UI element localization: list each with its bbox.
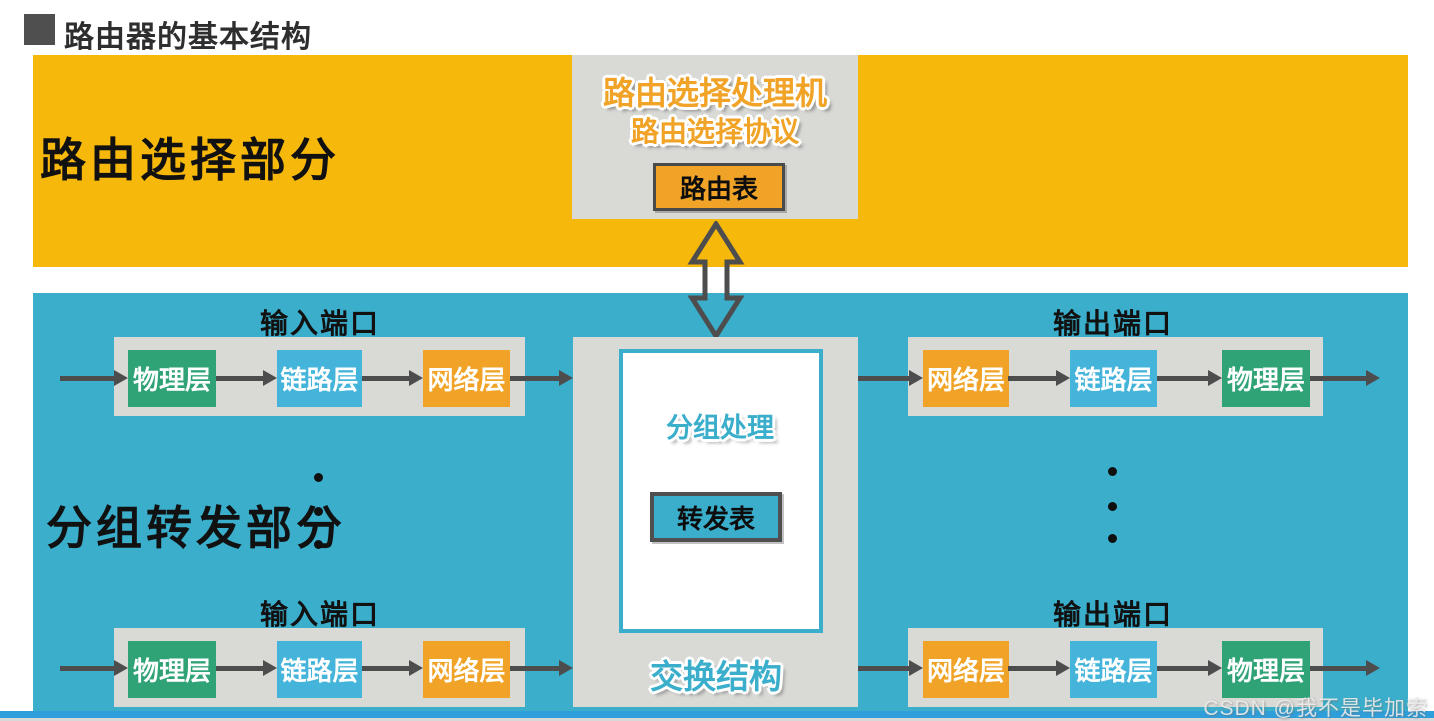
packet-processing-label: 分组处理: [666, 413, 774, 443]
switch-fabric-label: 交换结构: [650, 658, 782, 695]
flow-arrow-icon: [1310, 660, 1380, 676]
flow-arrow-icon: [510, 370, 573, 386]
bottom-strip: [0, 711, 1434, 718]
link-layer-box: 链路层: [1070, 641, 1157, 698]
output-port-top-label: 输出端口: [1052, 308, 1174, 339]
flow-arrow-icon: [362, 370, 423, 386]
routing-section-label: 路由选择部分: [40, 134, 340, 186]
input-port-top-label: 输入端口: [259, 308, 381, 339]
flow-arrow-icon: [1008, 660, 1070, 676]
forwarding-table-box: 转发表: [650, 492, 782, 542]
bidirectional-arrow-icon: [687, 221, 745, 339]
page-title: 路由器的基本结构: [64, 21, 312, 54]
physical-layer-box: 物理层: [1222, 641, 1310, 698]
title-bullet-square-icon: [24, 14, 55, 45]
flow-arrow-icon: [1008, 370, 1070, 386]
forwarding-section-label: 分组转发部分: [46, 502, 346, 554]
routing-table-box: 路由表: [653, 163, 785, 211]
bottom-edge: [0, 718, 1434, 721]
physical-layer-box: 物理层: [128, 350, 216, 407]
flow-arrow-icon: [1157, 660, 1222, 676]
routing-processor-title: 路由选择处理机: [602, 75, 828, 111]
network-layer-box: 网络层: [923, 350, 1009, 407]
network-layer-box: 网络层: [423, 641, 510, 698]
physical-layer-box: 物理层: [128, 641, 216, 698]
ellipsis-dot: [1108, 467, 1117, 476]
watermark: CSDN @我不是毕加索: [1203, 697, 1428, 720]
flow-arrow-icon: [1157, 370, 1222, 386]
flow-arrow-icon: [216, 370, 277, 386]
ellipsis-dot: [314, 540, 323, 549]
ellipsis-dot: [314, 507, 323, 516]
routing-protocol-label: 路由选择协议: [630, 116, 800, 147]
flow-arrow-icon: [60, 370, 128, 386]
network-layer-box: 网络层: [923, 641, 1009, 698]
flow-arrow-icon: [858, 370, 923, 386]
flow-arrow-icon: [216, 660, 277, 676]
ellipsis-dot: [1108, 534, 1117, 543]
flow-arrow-icon: [510, 660, 573, 676]
output-port-bottom-label: 输出端口: [1052, 599, 1174, 630]
flow-arrow-icon: [362, 660, 423, 676]
flow-arrow-icon: [1310, 370, 1380, 386]
input-port-bottom-label: 输入端口: [259, 599, 381, 630]
ellipsis-dot: [1108, 502, 1117, 511]
packet-processing-box: [619, 349, 823, 633]
physical-layer-box: 物理层: [1222, 350, 1310, 407]
link-layer-box: 链路层: [277, 641, 362, 698]
link-layer-box: 链路层: [277, 350, 362, 407]
link-layer-box: 链路层: [1070, 350, 1157, 407]
flow-arrow-icon: [60, 660, 128, 676]
flow-arrow-icon: [858, 660, 923, 676]
ellipsis-dot: [314, 473, 323, 482]
network-layer-box: 网络层: [423, 350, 510, 407]
